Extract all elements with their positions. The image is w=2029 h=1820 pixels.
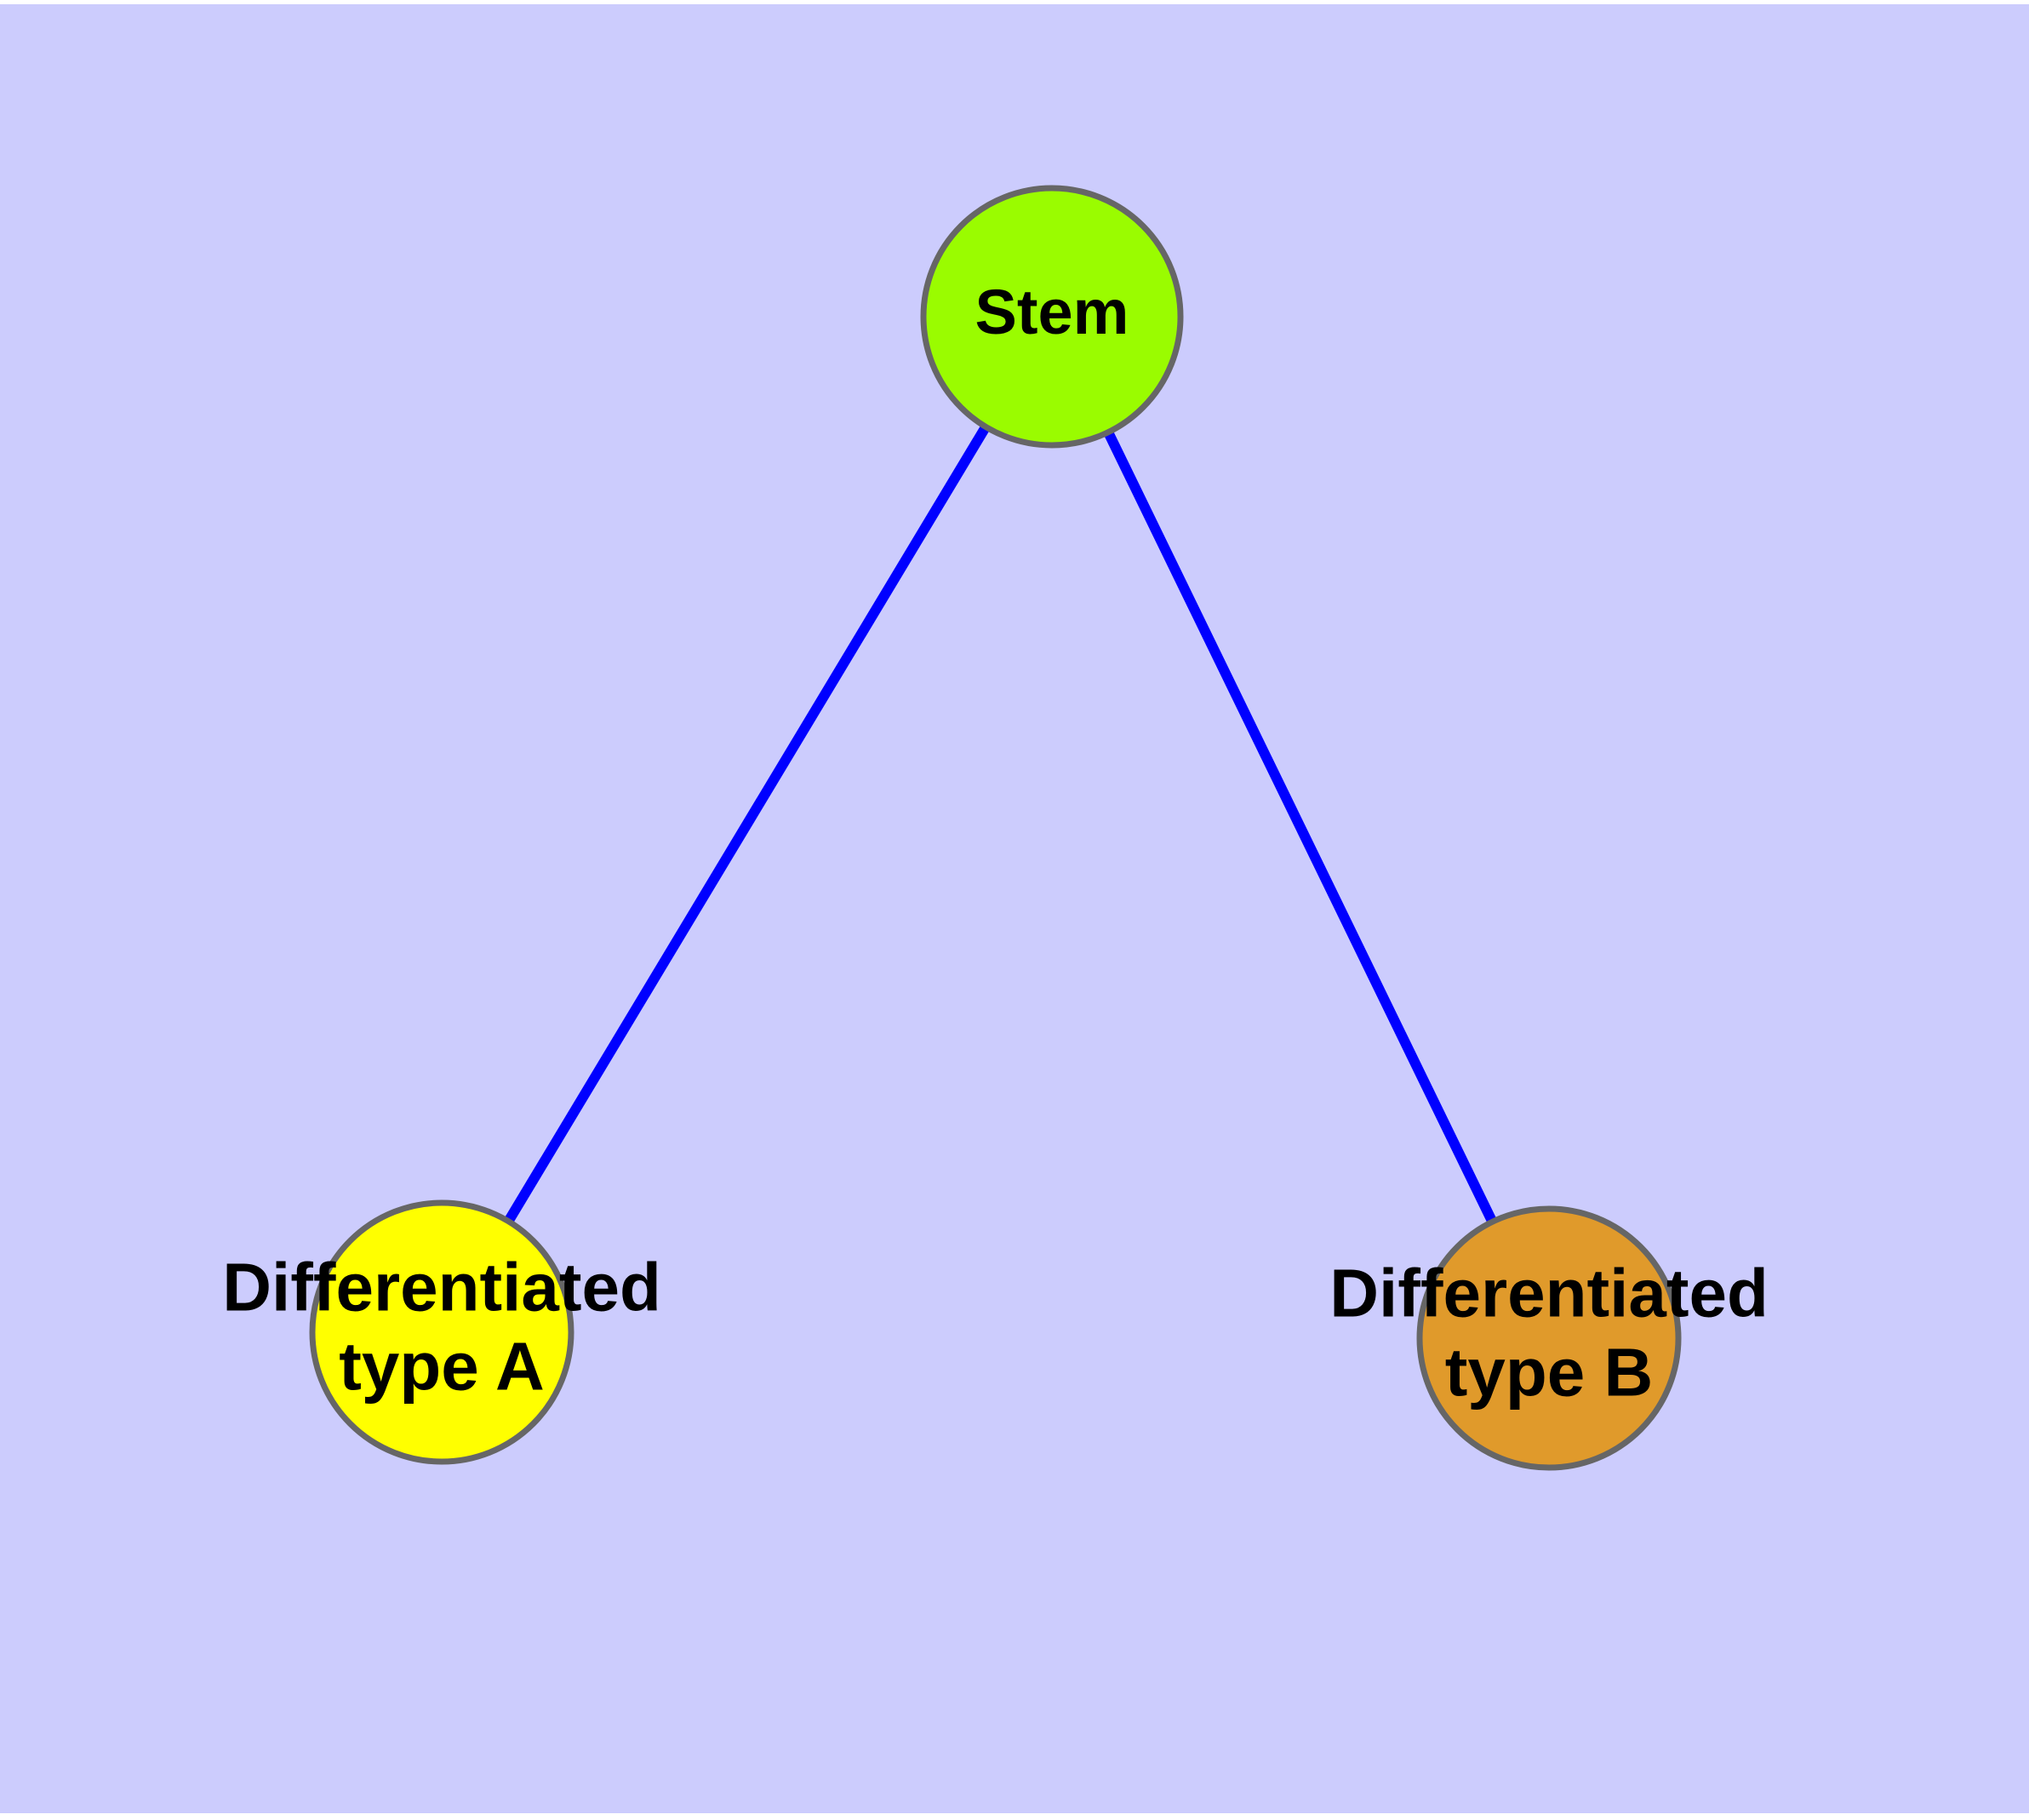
node-label-line: Differentiated (222, 1250, 661, 1325)
node-circle[interactable] (309, 1199, 574, 1465)
graph-node-stem[interactable]: Stem (920, 185, 1184, 449)
node-circle[interactable] (920, 185, 1184, 449)
graph-edge[interactable] (1047, 314, 1554, 1341)
node-label-line: type B (1445, 1335, 1654, 1411)
node-label: Stem (975, 277, 1129, 347)
node-label-line: Stem (975, 277, 1129, 347)
graph-edge[interactable] (437, 313, 1057, 1336)
edge-layer (437, 313, 1554, 1341)
node-label-line: Differentiated (1329, 1256, 1769, 1331)
node-circle[interactable] (1416, 1205, 1682, 1471)
node-label-line: type A (339, 1329, 545, 1405)
